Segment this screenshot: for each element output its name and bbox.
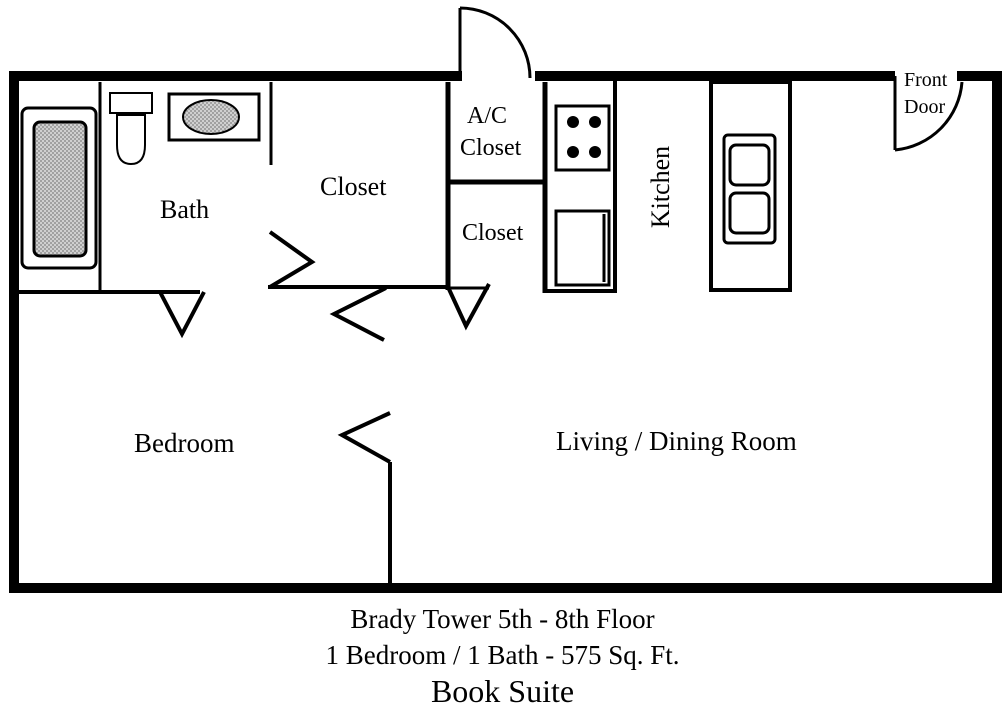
- door-small-closet: [446, 283, 491, 331]
- label-closet-main: Closet: [320, 172, 387, 201]
- label-front-door-1: Front: [904, 69, 948, 91]
- label-front-door-2: Door: [904, 96, 946, 118]
- door-bath: [158, 291, 206, 339]
- label-ac-closet-1: A/C: [467, 103, 508, 129]
- sink-counter: [167, 92, 261, 142]
- ac-closet-door: [458, 6, 532, 79]
- kitchen-fixtures: [554, 104, 777, 287]
- label-kitchen: Kitchen: [646, 145, 675, 229]
- label-ac-closet-2: Closet: [460, 135, 522, 161]
- interior-walls: [14, 80, 792, 588]
- kitchen-sink-basin-2: [728, 191, 771, 235]
- stove: [554, 104, 611, 172]
- toilet-bowl: [116, 114, 146, 166]
- bath-fixtures: [20, 92, 261, 270]
- front-door: [893, 76, 964, 152]
- bathtub: [20, 106, 98, 270]
- refrigerator: [554, 209, 611, 287]
- label-closet-small: Closet: [462, 220, 524, 246]
- kitchen-counter: [545, 80, 617, 293]
- label-living-dining: Living / Dining Room: [556, 426, 797, 456]
- kitchen-island: [709, 80, 792, 292]
- caption-line-1: Brady Tower 5th - 8th Floor: [350, 604, 655, 634]
- bathtub-basin: [32, 120, 88, 258]
- kitchen-sink-outer: [722, 133, 777, 245]
- sink-basin: [182, 99, 240, 135]
- caption-line-3: Book Suite: [430, 673, 575, 709]
- door-bedroom-closet: [329, 286, 387, 342]
- label-bath: Bath: [160, 195, 210, 224]
- caption-line-2: 1 Bedroom / 1 Bath - 575 Sq. Ft.: [325, 640, 680, 670]
- outer-wall-left: [9, 71, 1002, 593]
- door-markers: [158, 230, 491, 464]
- kitchen-sink-basin-1: [728, 143, 771, 187]
- label-bedroom: Bedroom: [134, 428, 235, 458]
- door-closet: [268, 230, 316, 289]
- toilet-tank: [109, 92, 153, 114]
- door-bedroom: [337, 411, 391, 464]
